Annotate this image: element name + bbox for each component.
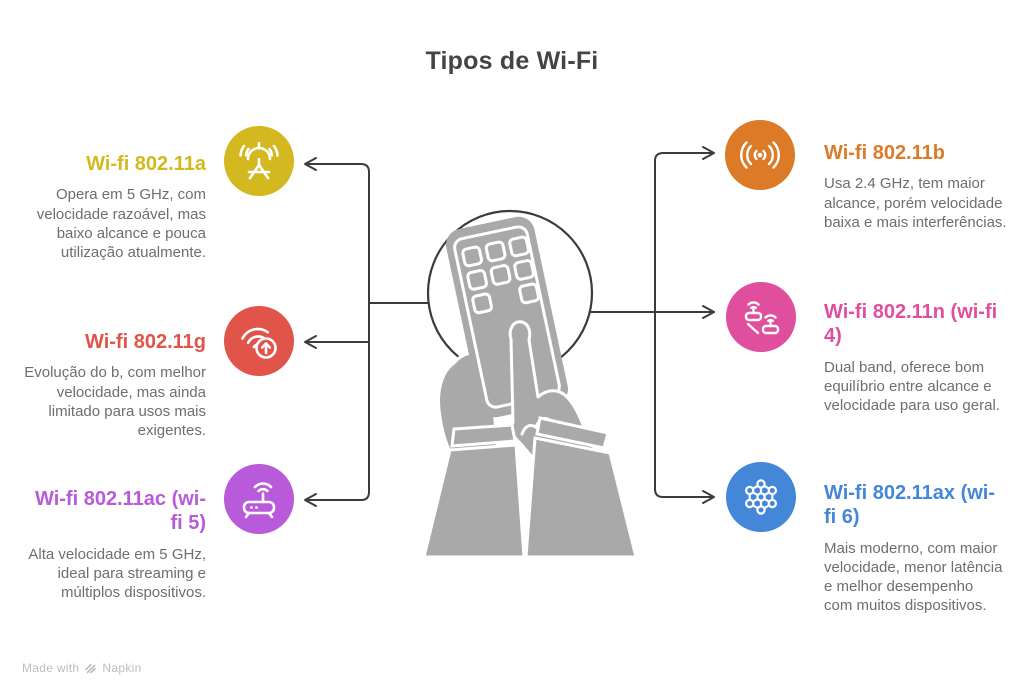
wifi-ax-description: Mais moderno, com maior velocidade, meno… [824,539,1003,615]
wifi-ac-description: Alta velocidade em 5 GHz, ideal para str… [28,545,206,602]
wifi-ac-circle [224,464,294,534]
arrow-left-middle [304,335,317,349]
arrow-right-bottom [702,490,715,504]
wifi-g-circle [224,306,294,376]
page-title: Tipos de Wi-Fi [425,47,599,75]
wifi-n-heading: Wi-fi 802.11n (wi-fi 4) [824,301,998,348]
wifi-ac-heading: Wi-fi 802.11ac (wi-fi 5) [35,488,206,535]
arrow-left-top [304,157,317,171]
napkin-logo-icon [85,663,97,673]
hands-phone-illustration [422,209,638,559]
wifi-a-heading: Wi-fi 802.11a [86,153,206,175]
dual-routers-icon [744,301,780,335]
made-with-napkin[interactable]: Made with Napkin [22,661,142,675]
wifi-b-description: Usa 2.4 GHz, tem maior alcance, porém ve… [824,175,1007,231]
arrow-left-bottom [304,493,317,507]
made-with-label: Made with [22,661,80,675]
wifi-upload-icon [241,327,277,359]
wifi-a-block: Wi-fi 802.11a Opera em 5 GHz, com veloci… [28,152,206,262]
wifi-ax-block: Wi-fi 802.11ax (wi-fi 6) Mais moderno, c… [824,481,1004,616]
wifi-g-block: Wi-fi 802.11g Evolução do b, com melhor … [24,330,206,440]
mesh-network-icon [745,479,777,515]
wifi-n-description: Dual band, oferece bom equilíbrio entre … [824,358,1000,415]
wifi-ax-circle [726,462,796,532]
wifi-a-circle [224,126,294,196]
wifi-ac-block: Wi-fi 802.11ac (wi-fi 5) Alta velocidade… [28,487,206,602]
arrow-right-top [702,146,715,160]
wifi-ax-heading: Wi-fi 802.11ax (wi-fi 6) [824,482,995,529]
antenna-signal-icon [239,141,279,180]
napkin-brand-label: Napkin [102,661,142,675]
wifi-g-heading: Wi-fi 802.11g [85,331,206,353]
router-icon [242,482,276,519]
wifi-b-block: Wi-fi 802.11b Usa 2.4 GHz, tem maior alc… [824,141,1009,232]
wifi-n-block: Wi-fi 802.11n (wi-fi 4) Dual band, ofere… [824,300,1014,415]
wifi-a-description: Opera em 5 GHz, com velocidade razoável,… [36,186,206,261]
arrow-right-middle [702,305,715,319]
wifi-n-circle [726,282,796,352]
wifi-b-heading: Wi-fi 802.11b [824,142,945,164]
wifi-g-description: Evolução do b, com melhor velocidade, ma… [24,364,206,439]
wifi-b-circle [725,120,795,190]
radio-waves-icon [740,141,780,169]
